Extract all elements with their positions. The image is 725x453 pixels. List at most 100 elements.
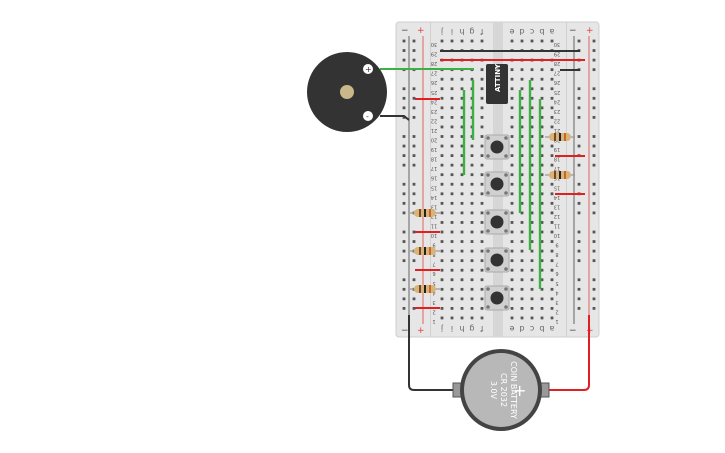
breadboard-hole[interactable] — [460, 221, 464, 224]
breadboard-hole[interactable] — [540, 297, 544, 301]
breadboard-hole[interactable] — [450, 287, 454, 291]
breadboard-hole[interactable] — [440, 230, 444, 234]
breadboard-hole[interactable] — [520, 144, 524, 148]
breadboard-hole[interactable] — [520, 211, 524, 215]
breadboard-hole[interactable] — [540, 154, 544, 157]
breadboard-hole[interactable] — [520, 259, 524, 263]
breadboard-hole[interactable] — [460, 39, 464, 43]
breadboard-hole[interactable] — [540, 278, 544, 282]
breadboard-hole[interactable] — [530, 182, 534, 186]
breadboard-hole[interactable] — [510, 287, 514, 291]
breadboard-hole[interactable] — [550, 144, 554, 148]
breadboard-hole[interactable] — [450, 297, 454, 301]
breadboard-hole[interactable] — [450, 201, 454, 205]
breadboard-hole[interactable] — [530, 77, 534, 81]
breadboard-hole[interactable] — [402, 297, 406, 301]
breadboard-hole[interactable] — [540, 182, 544, 186]
breadboard-hole[interactable] — [460, 96, 464, 100]
breadboard-hole[interactable] — [530, 287, 534, 291]
breadboard-hole[interactable] — [577, 287, 581, 291]
breadboard-hole[interactable] — [470, 230, 474, 234]
breadboard-hole[interactable] — [510, 230, 514, 234]
breadboard-hole[interactable] — [440, 39, 444, 43]
breadboard-hole[interactable] — [440, 135, 444, 138]
breadboard-hole[interactable] — [460, 192, 464, 196]
breadboard-hole[interactable] — [412, 163, 416, 167]
breadboard-hole[interactable] — [470, 268, 474, 272]
breadboard-hole[interactable] — [577, 278, 581, 282]
breadboard-hole[interactable] — [510, 192, 514, 196]
breadboard-hole[interactable] — [480, 268, 484, 272]
breadboard-hole[interactable] — [440, 192, 444, 196]
breadboard-hole[interactable] — [520, 316, 524, 320]
breadboard-hole[interactable] — [540, 249, 544, 253]
breadboard-hole[interactable] — [450, 259, 454, 263]
breadboard-hole[interactable] — [510, 307, 514, 310]
breadboard-hole[interactable] — [450, 96, 454, 100]
breadboard-hole[interactable] — [450, 221, 454, 224]
breadboard-hole[interactable] — [440, 182, 444, 186]
breadboard-hole[interactable] — [540, 307, 544, 310]
breadboard-hole[interactable] — [402, 259, 406, 263]
breadboard-hole[interactable] — [540, 221, 544, 224]
breadboard-hole[interactable] — [460, 144, 464, 148]
breadboard-hole[interactable] — [592, 106, 596, 110]
breadboard-hole[interactable] — [460, 278, 464, 282]
breadboard-hole[interactable] — [412, 49, 416, 52]
breadboard-hole[interactable] — [480, 106, 484, 110]
push-button-3[interactable] — [484, 209, 510, 235]
breadboard-hole[interactable] — [470, 297, 474, 301]
breadboard-hole[interactable] — [540, 316, 544, 320]
breadboard-hole[interactable] — [577, 163, 581, 167]
breadboard-hole[interactable] — [577, 240, 581, 243]
breadboard-hole[interactable] — [412, 106, 416, 110]
breadboard-hole[interactable] — [460, 268, 464, 272]
breadboard-hole[interactable] — [510, 221, 514, 224]
breadboard-hole[interactable] — [530, 316, 534, 320]
breadboard-hole[interactable] — [540, 135, 544, 138]
breadboard-hole[interactable] — [592, 68, 596, 72]
breadboard-hole[interactable] — [470, 307, 474, 310]
breadboard-hole[interactable] — [440, 77, 444, 81]
breadboard-hole[interactable] — [480, 307, 484, 310]
breadboard-hole[interactable] — [440, 268, 444, 272]
breadboard-hole[interactable] — [440, 163, 444, 167]
breadboard-hole[interactable] — [550, 297, 554, 301]
breadboard-hole[interactable] — [412, 39, 416, 43]
breadboard-hole[interactable] — [412, 278, 416, 282]
breadboard-hole[interactable] — [460, 154, 464, 157]
breadboard-hole[interactable] — [450, 39, 454, 43]
breadboard-hole[interactable] — [510, 249, 514, 253]
breadboard-hole[interactable] — [510, 39, 514, 43]
breadboard-hole[interactable] — [440, 297, 444, 301]
breadboard-hole[interactable] — [440, 221, 444, 224]
breadboard-hole[interactable] — [470, 259, 474, 263]
breadboard-hole[interactable] — [440, 240, 444, 243]
breadboard-hole[interactable] — [440, 87, 444, 91]
breadboard-hole[interactable] — [540, 268, 544, 272]
breadboard-hole[interactable] — [530, 68, 534, 72]
breadboard-hole[interactable] — [450, 307, 454, 310]
breadboard-hole[interactable] — [540, 116, 544, 119]
breadboard-hole[interactable] — [520, 297, 524, 301]
breadboard-hole[interactable] — [412, 154, 416, 157]
breadboard-hole[interactable] — [450, 249, 454, 253]
resistor-3[interactable] — [410, 285, 440, 293]
breadboard-hole[interactable] — [402, 154, 406, 157]
breadboard-hole[interactable] — [577, 211, 581, 215]
breadboard-hole[interactable] — [440, 211, 444, 215]
breadboard-hole[interactable] — [450, 240, 454, 243]
breadboard-hole[interactable] — [402, 249, 406, 253]
breadboard-hole[interactable] — [577, 230, 581, 234]
breadboard-hole[interactable] — [510, 96, 514, 100]
push-button-4[interactable] — [484, 247, 510, 273]
breadboard-hole[interactable] — [460, 230, 464, 234]
breadboard-hole[interactable] — [577, 106, 581, 110]
breadboard-hole[interactable] — [577, 144, 581, 148]
breadboard-hole[interactable] — [520, 268, 524, 272]
breadboard-hole[interactable] — [402, 278, 406, 282]
breadboard-hole[interactable] — [412, 96, 416, 100]
breadboard-hole[interactable] — [402, 211, 406, 215]
breadboard-hole[interactable] — [510, 125, 514, 129]
breadboard-hole[interactable] — [520, 39, 524, 43]
